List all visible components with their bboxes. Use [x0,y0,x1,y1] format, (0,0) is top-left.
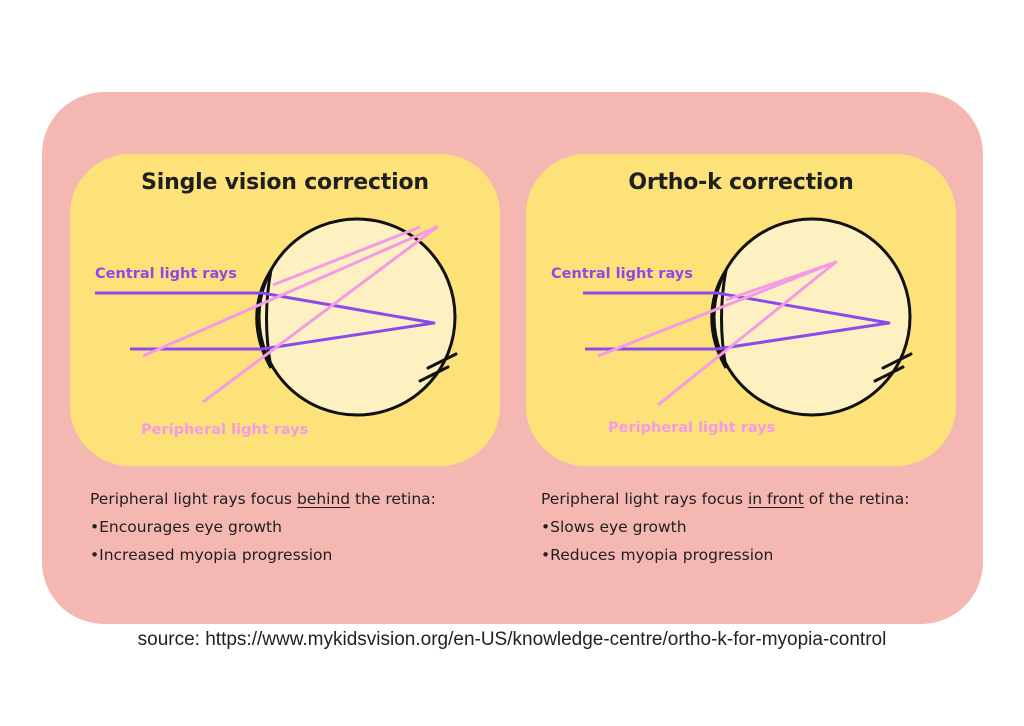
lens-inner-icon [720,269,728,369]
single-vision-eye-diagram: Central light rays Peripheral light rays [95,217,458,438]
optic-nerve-icon [418,365,450,383]
ortho-k-title: Ortho-k correction [628,170,854,195]
optic-nerve-icon [426,352,458,370]
peripheral-rays-label: Peripheral light rays [608,420,775,436]
ortho-k-description: Peripheral light rays focus in front of … [541,485,910,569]
ortho-k-summary: Peripheral light rays focus in front of … [541,485,910,513]
peripheral-light-ray-segment [725,260,837,302]
central-light-rays [95,291,436,351]
summary-emphasis: in front [747,490,804,508]
central-light-rays [583,291,891,351]
eyeball-icon [257,217,457,417]
optic-nerve-icon [881,352,913,370]
single-vision-summary: Peripheral light rays focus behind the r… [90,485,436,513]
peripheral-light-rays [142,225,439,404]
ortho-k-eye-diagram: Central light rays Peripheral light rays [551,217,913,436]
peripheral-rays-label: Peripheral light rays [141,422,308,438]
eyeball-icon [712,217,912,417]
bullet-item: •Slows eye growth [541,518,687,536]
summary-text: Peripheral light rays focus [541,490,748,508]
summary-emphasis: behind [296,490,351,508]
summary-text: Peripheral light rays focus [90,490,297,508]
central-rays-label: Central light rays [95,266,237,282]
source-citation: source: https://www.mykidsvision.org/en-… [137,629,887,650]
single-vision-title: Single vision correction [141,170,429,195]
cornea-lens-icon [255,269,273,369]
single-vision-description: Peripheral light rays focus behind the r… [90,485,436,569]
bullet-item: •Increased myopia progression [90,546,333,564]
peripheral-light-ray-segment [272,225,421,287]
optic-nerve-icon [873,365,905,383]
lens-inner-icon [265,269,273,369]
cornea-lens-icon [710,269,728,369]
bullet-item: •Reduces myopia progression [541,546,774,564]
bullet-item: •Encourages eye growth [90,518,282,536]
summary-text: the retina: [350,490,436,508]
summary-text: of the retina: [803,490,910,508]
central-rays-label: Central light rays [551,266,693,282]
